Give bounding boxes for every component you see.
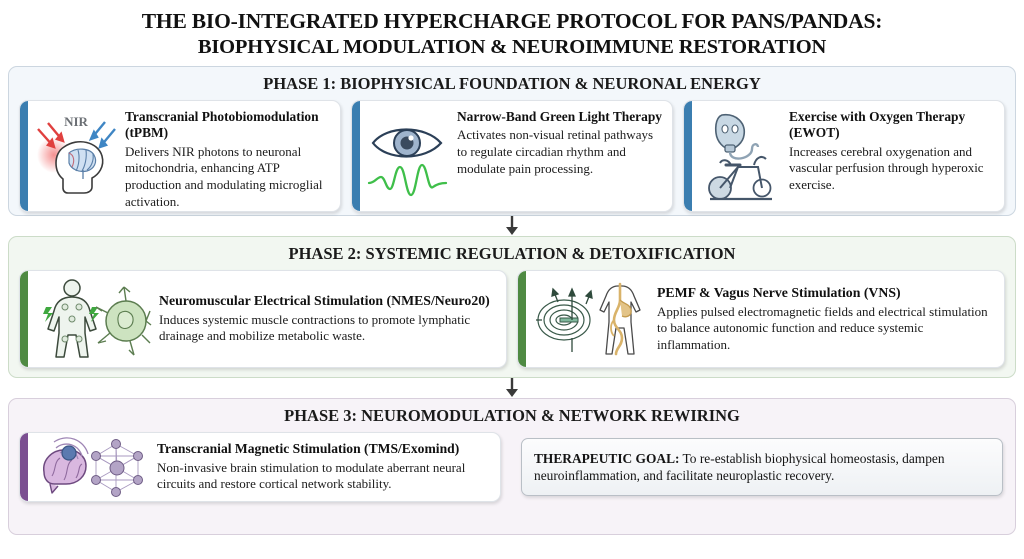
phase-3-heading: PHASE 3: NEUROMODULATION & NETWORK REWIR… [284,406,740,426]
page-title: THE BIO-INTEGRATED HYPERCHARGE PROTOCOL … [0,0,1024,66]
title-line-1: THE BIO-INTEGRATED HYPERCHARGE PROTOCOL … [141,9,883,33]
phase-3-panel: PHASE 3: NEUROMODULATION & NETWORK REWIR… [8,398,1016,536]
body-electrical-stimulation-cell-icon [33,277,153,361]
arrow-phase1-to-phase2 [0,216,1024,236]
oxygen-mask-exercise-bike-icon [697,109,783,205]
brain-nir-photobiomodulation-icon: NIR [33,109,119,205]
card-ewot-title: Exercise with Oxygen Therapy (EWOT) [789,109,966,141]
phase-3-cards: Transcranial Magnetic Stimulation (TMS/E… [9,432,1015,512]
therapeutic-goal-body: To re-establish biophysical homeostasis,… [534,450,945,484]
card-pemf-vns-desc: Applies pulsed electromagnetic fields an… [657,303,988,352]
phase-1-panel: PHASE 1: BIOPHYSICAL FOUNDATION & NEURON… [8,66,1016,217]
card-pemf-vns-text: PEMF & Vagus Nerve Stimulation (VNS) App… [651,285,994,354]
card-tpbm[interactable]: NIR Transcranial Photobiomodulation (tPB… [19,100,341,213]
phase-2-heading: PHASE 2: SYSTEMIC REGULATION & DETOXIFIC… [288,244,736,264]
card-tpbm-text: Transcranial Photobiomodulation (tPBM) D… [119,109,330,210]
therapeutic-goal-text: THERAPEUTIC GOAL: To re-establish biophy… [534,450,990,485]
phase-2-cards: Neuromuscular Electrical Stimulation (NM… [9,270,1015,378]
therapeutic-goal-box: THERAPEUTIC GOAL: To re-establish biophy… [521,438,1003,497]
card-green-light-title: Narrow-Band Green Light Therapy [457,109,662,125]
card-nmes-text: Neuromuscular Electrical Stimulation (NM… [153,293,496,345]
title-line-2: BIOPHYSICAL MODULATION & NEUROIMMUNE RES… [197,35,827,58]
nir-label: NIR [64,114,88,129]
card-nmes-title: Neuromuscular Electrical Stimulation (NM… [159,293,490,309]
card-nmes[interactable]: Neuromuscular Electrical Stimulation (NM… [19,270,507,369]
phase-1-cards: NIR Transcranial Photobiomodulation (tPB… [9,100,1015,222]
card-green-light-desc: Activates non-visual retinal pathways to… [457,127,654,176]
card-tms-desc: Non-invasive brain stimulation to modula… [157,459,466,492]
therapeutic-goal-label: THERAPEUTIC GOAL: [534,450,680,466]
card-tms-title: Transcranial Magnetic Stimulation (TMS/E… [157,441,460,457]
brain-tms-network-icon [33,436,151,498]
card-tpbm-desc: Delivers NIR photons to neuronal mitocho… [125,143,323,209]
card-tpbm-title: Transcranial Photobiomodulation (tPBM) [125,109,319,141]
card-pemf-vns-title: PEMF & Vagus Nerve Stimulation (VNS) [657,284,901,300]
card-green-light-text: Narrow-Band Green Light Therapy Activate… [451,109,662,177]
phase-1-heading: PHASE 1: BIOPHYSICAL FOUNDATION & NEURON… [263,74,761,94]
card-pemf-vns[interactable]: PEMF & Vagus Nerve Stimulation (VNS) App… [517,270,1005,369]
card-nmes-desc: Induces systemic muscle contractions to … [159,311,471,344]
card-ewot[interactable]: Exercise with Oxygen Therapy (EWOT) Incr… [683,100,1005,213]
eye-green-waveform-icon [365,109,451,205]
card-tms[interactable]: Transcranial Magnetic Stimulation (TMS/E… [19,432,501,503]
card-ewot-desc: Increases cerebral oxygenation and vascu… [789,143,984,192]
magnetic-field-vagus-nerve-icon [531,278,651,360]
card-ewot-text: Exercise with Oxygen Therapy (EWOT) Incr… [783,109,994,194]
arrow-phase2-to-phase3 [0,378,1024,398]
card-green-light[interactable]: Narrow-Band Green Light Therapy Activate… [351,100,673,213]
phase-2-panel: PHASE 2: SYSTEMIC REGULATION & DETOXIFIC… [8,236,1016,379]
card-tms-text: Transcranial Magnetic Stimulation (TMS/E… [151,441,490,493]
